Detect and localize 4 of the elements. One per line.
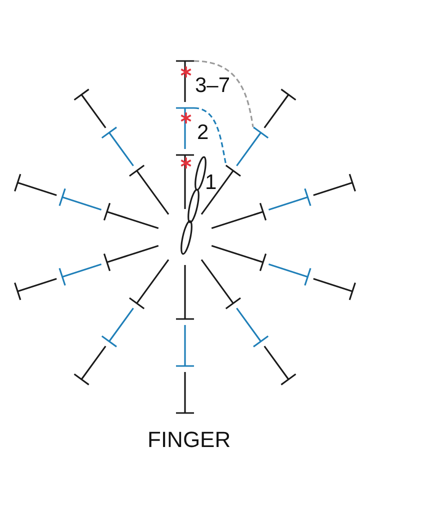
round-number: 3–7 [195, 75, 230, 96]
round-number: 1 [205, 172, 217, 193]
round-number: 2 [197, 122, 209, 143]
direction-label: FINGER [148, 429, 231, 451]
